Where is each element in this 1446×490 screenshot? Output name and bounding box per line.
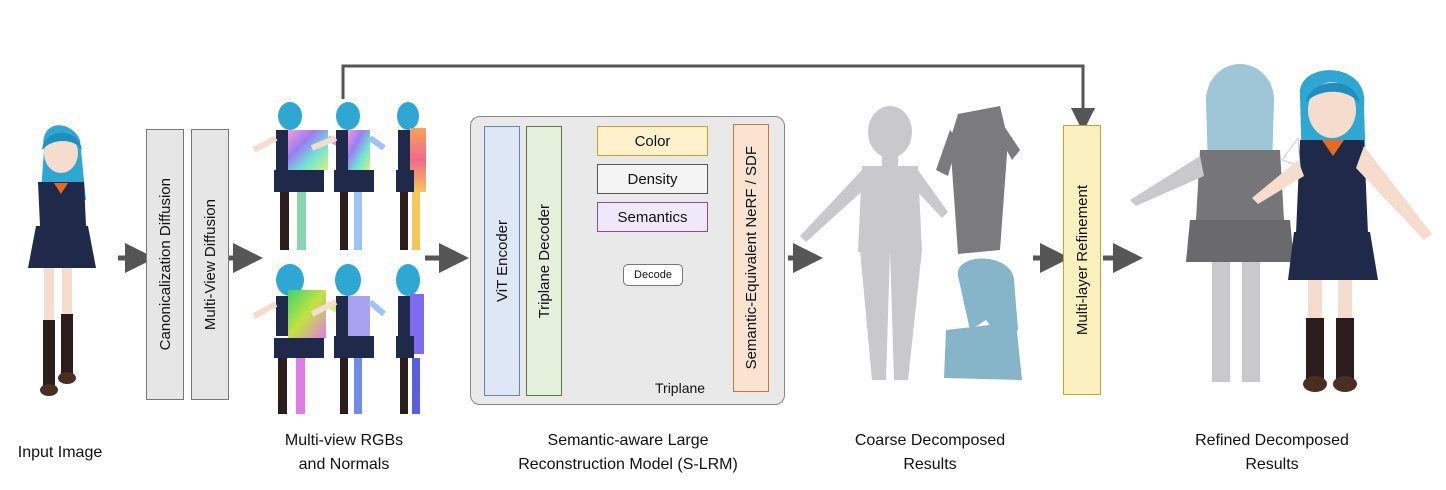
- density-head-box: Density: [597, 164, 708, 194]
- caption-input-text: Input Image: [17, 444, 103, 461]
- semantics-head-box: Semantics: [597, 202, 708, 232]
- caption-coarse: Coarse Decomposed Results: [830, 429, 1030, 477]
- refined-colored-character: [1252, 70, 1432, 392]
- skip-connection-arrow: [341, 64, 1095, 132]
- canonicalization-diffusion-label: Canonicalization Diffusion: [156, 178, 174, 351]
- canonicalization-diffusion-box: Canonicalization Diffusion: [146, 129, 184, 400]
- multiview-diffusion-label: Multi-View Diffusion: [201, 198, 219, 331]
- nerf-sdf-box: Semantic-Equivalent NeRF / SDF: [733, 124, 769, 392]
- multilayer-refinement-box: Multi-layer Refinement: [1063, 125, 1101, 395]
- caption-input-image: Input Image: [0, 441, 120, 465]
- caption-multiview-line2: and Normals: [298, 456, 390, 473]
- color-head-label: Color: [634, 132, 671, 150]
- caption-multiview-line1: Multi-view RGBs: [284, 432, 404, 449]
- coarse-dress-mesh: [936, 106, 1020, 254]
- triplane-label: Triplane: [655, 380, 706, 396]
- vit-encoder-label: ViT Encoder: [493, 220, 511, 302]
- multiview-images: [252, 102, 426, 414]
- caption-slrm-line1: Semantic-aware Large: [547, 432, 709, 449]
- triplane-decoder-box: Triplane Decoder: [526, 126, 562, 396]
- coarse-body-mesh: [800, 106, 948, 380]
- caption-refined-line2: Results: [1245, 456, 1299, 473]
- caption-coarse-line2: Results: [903, 456, 957, 473]
- caption-slrm-line2: Reconstruction Model (S-LRM): [518, 456, 738, 473]
- decode-box: Decode: [623, 264, 683, 286]
- vit-encoder-box: ViT Encoder: [484, 126, 520, 396]
- semantics-head-label: Semantics: [617, 208, 688, 226]
- caption-slrm: Semantic-aware Large Reconstruction Mode…: [486, 429, 770, 477]
- decode-label: Decode: [634, 269, 672, 281]
- multiview-diffusion-box: Multi-View Diffusion: [191, 129, 229, 400]
- caption-refined: Refined Decomposed Results: [1172, 429, 1372, 477]
- refined-gray-mesh: [1130, 64, 1294, 382]
- color-head-box: Color: [597, 126, 708, 156]
- triplane-decoder-label: Triplane Decoder: [535, 203, 553, 319]
- caption-coarse-line1: Coarse Decomposed: [854, 432, 1006, 449]
- density-head-label: Density: [627, 170, 678, 188]
- nerf-sdf-label: Semantic-Equivalent NeRF / SDF: [742, 146, 760, 370]
- caption-refined-line1: Refined Decomposed: [1195, 432, 1349, 449]
- input-character-illustration: [28, 125, 96, 396]
- caption-multiview: Multi-view RGBs and Normals: [254, 429, 434, 477]
- coarse-hair-mesh: [944, 258, 1022, 380]
- multilayer-refinement-label: Multi-layer Refinement: [1073, 184, 1091, 336]
